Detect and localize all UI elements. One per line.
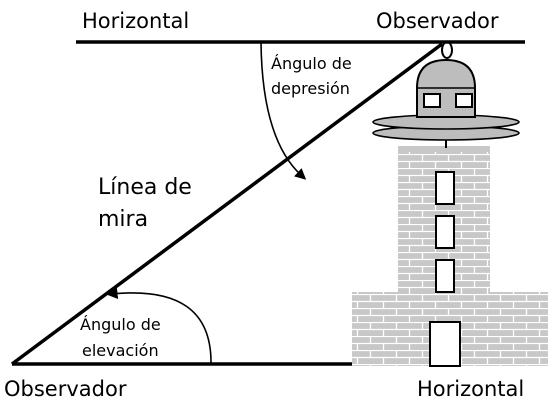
bottom-left-observer-label: Observador bbox=[4, 377, 127, 401]
bottom-right-horizontal-label: Horizontal bbox=[417, 377, 524, 401]
tower-window bbox=[435, 171, 455, 205]
lighthouse-door bbox=[429, 321, 461, 367]
elevation-angle-label-line2: elevación bbox=[82, 341, 159, 360]
elevation-angle-arc bbox=[106, 287, 212, 365]
lighthouse bbox=[352, 41, 548, 367]
line-of-sight-label-line2: mira bbox=[98, 207, 148, 232]
depression-angle-label-line2: depresión bbox=[271, 79, 350, 98]
line-of-sight bbox=[10, 42, 444, 366]
tower-window bbox=[435, 259, 455, 293]
dome-window bbox=[455, 93, 473, 108]
elevation-angle-label-line1: Ángulo de bbox=[80, 315, 161, 334]
line-of-sight-label-line1: Línea de bbox=[98, 175, 192, 200]
top-left-horizontal-label: Horizontal bbox=[82, 9, 189, 33]
depression-angle-label-line1: Ángulo de bbox=[271, 54, 352, 73]
top-observer-point bbox=[441, 41, 453, 59]
dome-window bbox=[423, 93, 441, 108]
depression-angle-arc bbox=[260, 41, 307, 180]
top-right-observer-label: Observador bbox=[376, 9, 499, 33]
tower-window bbox=[435, 215, 455, 249]
